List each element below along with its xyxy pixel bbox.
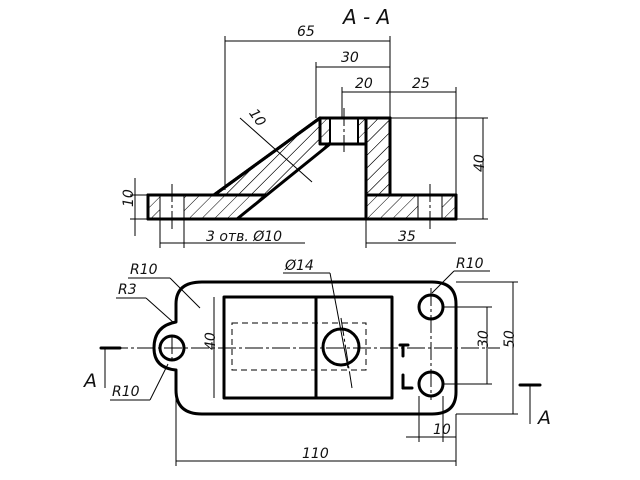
dia-14-leader xyxy=(329,272,349,369)
dim-40-label: 40 xyxy=(472,154,488,172)
dim-25-label: 25 xyxy=(412,76,430,92)
dia-14-label: Ø14 xyxy=(284,258,314,274)
center-hole xyxy=(321,327,361,367)
dim-thickness-line xyxy=(239,117,313,183)
holes-note: 3 отв. Ø10 xyxy=(206,229,282,245)
inner-slope xyxy=(236,142,368,221)
r3-label: R3 xyxy=(118,282,137,298)
plan-view: Ø14 R10 R10 R3 R10 40 30 50 xyxy=(82,256,551,466)
r3-leader xyxy=(145,297,175,324)
dim-30-label: 30 xyxy=(341,50,359,66)
dim-plan-10-label: 10 xyxy=(433,422,451,438)
dim-base-label: 10 xyxy=(121,189,137,207)
dim-65-label: 65 xyxy=(297,24,315,40)
dim-plan-110-label: 110 xyxy=(302,446,329,462)
section-mark-right: A xyxy=(536,407,551,429)
dim-plan-40-label: 40 xyxy=(203,332,219,350)
section-view: A - A 65 30 20 25 xyxy=(121,5,488,248)
r10-left-leader xyxy=(149,363,169,401)
r10-upper-leader xyxy=(169,277,201,309)
section-outline xyxy=(146,116,458,221)
r10-left-label: R10 xyxy=(112,384,140,400)
dim-20-label: 20 xyxy=(355,76,373,92)
section-title: A - A xyxy=(341,5,390,29)
r10-top-leader xyxy=(431,270,455,294)
section-mark-left: A xyxy=(82,370,97,392)
dim-plan-50-label: 50 xyxy=(502,330,518,348)
dim-plan-30-label: 30 xyxy=(476,330,492,348)
r10-upper-label: R10 xyxy=(130,262,158,278)
r10-top-label: R10 xyxy=(456,256,484,272)
center-hole-axis xyxy=(340,317,353,389)
dim-35-label: 35 xyxy=(398,229,416,245)
